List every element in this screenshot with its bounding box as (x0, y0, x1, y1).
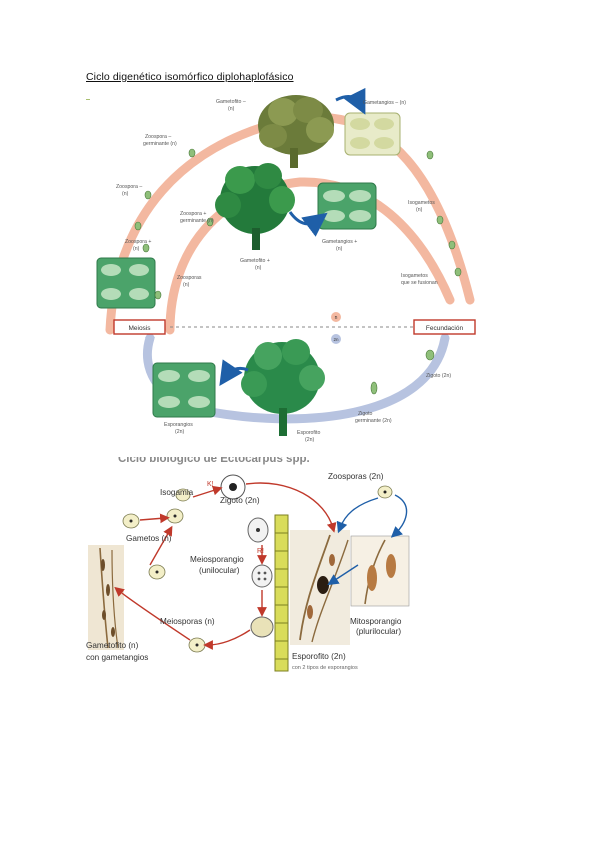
label-mitosporangio: Mitosporangio (350, 617, 402, 626)
diploid-marker-label: 2n (333, 337, 339, 342)
meiosis-box (113, 319, 166, 335)
haploid-marker-label: n (335, 315, 338, 321)
figure-ectocarpus-cycle: Ciclo biológico de Ectocarpus spp. (86, 449, 430, 672)
diploid-marker (331, 334, 341, 344)
label-zoospora-minus: Zoospora – (116, 184, 142, 190)
label-zoospora-germinante-plus-n: germinante (n) (180, 218, 214, 224)
label-isogametos-n: (n) (416, 207, 423, 213)
label-gametofito-minus: Gametofito – (216, 99, 246, 105)
label-gametangios-minus: Gametangios – (n) (363, 100, 406, 106)
label-zigoto: Zigoto (2n) (426, 373, 451, 379)
label-meiosporas: Meiosporas (n) (160, 617, 215, 626)
zoosporangia-cells (96, 257, 156, 309)
figure1-labels: Gametofito – (n) Gametangios – (n) Zoosp… (116, 99, 451, 443)
label-zigoto-germinante: Zigoto (358, 411, 373, 417)
label-mitosporangio-plurilocular: (plurilocular) (356, 627, 401, 636)
meiosporangium-cells (247, 517, 274, 638)
label-isogamia: Isogamia (160, 488, 194, 497)
label-esporofito-2n: (2n) (305, 437, 314, 443)
gamete-icons (122, 488, 206, 653)
label-zoospora-minus-n: (n) (122, 191, 129, 197)
diploid-cycle-arc (142, 333, 450, 424)
label-zoosporas-n: (n) (183, 282, 190, 288)
zoospore-icons (134, 148, 462, 395)
label-zoospora-germinante-minus-n: germinante (n) (143, 141, 177, 147)
sporophyte-filament-column (274, 514, 289, 672)
mitosporangium-image (350, 535, 410, 607)
sporophyte-filament-image (290, 530, 350, 645)
label-gametofito-minus-n: (n) (228, 106, 235, 112)
gametophyte-filament-image (88, 545, 124, 650)
label-zoosporas-2n: Zoosporas (2n) (328, 472, 384, 481)
inner-cycle-arc (165, 177, 455, 335)
haploid-marker (331, 312, 341, 322)
figure2-red-arrows (114, 482, 337, 650)
gametangia-minus-cells (344, 112, 401, 156)
label-gametangios-plus: Gametangios + (322, 239, 357, 245)
label-zoospora-plus-n: (n) (133, 246, 140, 252)
gametangia-plus-cells (317, 182, 377, 230)
label-gametos: Gametos (n) (126, 534, 172, 543)
label-meiosporangio: Meiosporangio (190, 555, 244, 564)
label-con-gametangios: con gametangios (86, 653, 148, 662)
sporangia-cells (152, 362, 216, 418)
label-meiosporangio-unilocular: (unilocular) (199, 566, 240, 575)
label-zoosporas: Zoosporas (177, 275, 202, 281)
label-esporofito-sub: con 2 tipos de esporangios (292, 665, 358, 671)
figure-isomorphic-cycle: n 2n Meiosis Fecundación Gametofito – (n… (90, 87, 486, 451)
label-isogametos: Isogametos (408, 200, 435, 206)
fecundacion-box (413, 319, 476, 335)
label-gametofito: Gametofito (n) (86, 641, 139, 650)
label-k: K! (207, 481, 214, 488)
figure2-blue-arrows (327, 494, 408, 586)
fecundacion-label: Fecundación (426, 325, 464, 332)
page-title: Ciclo digenético isomórfico diplohaplofá… (86, 71, 294, 83)
label-zigoto-germinante-2n: germinante (2n) (355, 418, 392, 424)
label-esporangios-2n: (2n) (175, 429, 184, 435)
label-zoospora-germinante-minus: Zoospora – (145, 134, 171, 140)
label-zoospora-plus: Zoospora + (125, 239, 151, 245)
label-gametofito-plus: Gametofito + (240, 258, 270, 264)
label-zigoto-2n: Zigoto (2n) (220, 496, 260, 505)
label-esporofito-2n: Esporofito (2n) (292, 652, 346, 661)
figure2-labels: Isogamia K! Zigoto (2n) Zoosporas (2n) G… (86, 472, 402, 671)
gametophyte-plus-thallus (215, 163, 295, 250)
label-gametangios-plus-n: (n) (336, 246, 343, 252)
label-esporangios: Esporangios (164, 422, 193, 428)
label-gametofito-plus-n: (n) (255, 265, 262, 271)
meiosis-label: Meiosis (128, 325, 151, 332)
sporophyte-thallus (241, 339, 325, 436)
label-zoospora-germinante-plus: Zoospora + (180, 211, 206, 217)
label-ri: R! (257, 548, 264, 555)
label-isogametos-fusionan: Isogametos (401, 273, 428, 279)
gametophyte-minus-thallus (258, 95, 334, 168)
label-isogametos-fusionan-2: que se fusionan (401, 280, 438, 286)
label-esporofito: Esporofito (297, 430, 320, 436)
